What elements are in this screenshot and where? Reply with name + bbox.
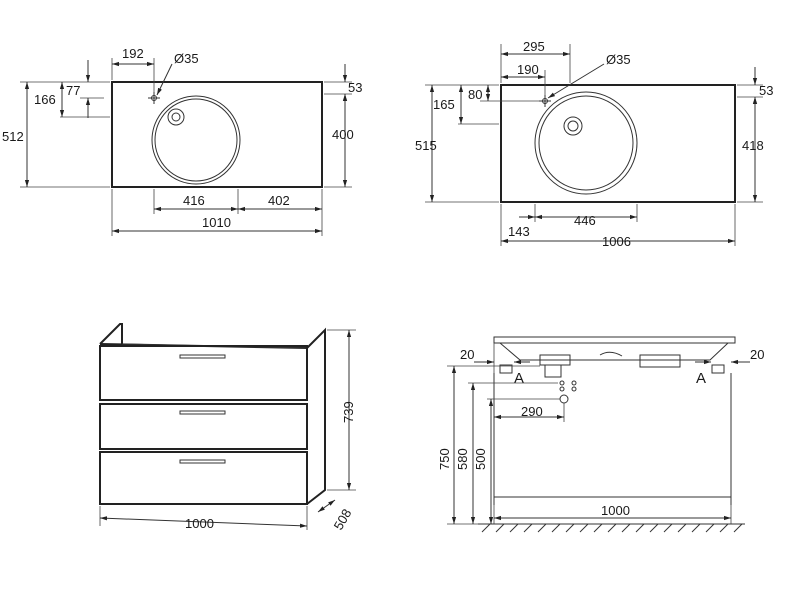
- dim-1006: 1006: [602, 234, 631, 249]
- basin-right-bowl: [534, 91, 638, 195]
- dim-508: 508: [331, 506, 355, 532]
- dim-1000-cabinet: 1000: [185, 516, 214, 531]
- dim-53-right: 53: [759, 83, 773, 98]
- dim-402: 402: [268, 193, 290, 208]
- section-waste-outlet: [559, 394, 569, 404]
- section-overflow: [599, 351, 623, 357]
- dim-165: 165: [433, 97, 455, 112]
- dim-750: 750: [437, 448, 452, 470]
- cabinet-view: 739 1000 508: [99, 323, 356, 533]
- basin-left-bowl: [151, 95, 241, 185]
- basin-left-bowl-inner: [154, 98, 238, 182]
- basin-left-tap-hole: [148, 92, 160, 104]
- dim-416: 416: [183, 193, 205, 208]
- dim-580: 580: [455, 448, 470, 470]
- dim-20-right: 20: [750, 347, 764, 362]
- basin-left-drain: [167, 108, 185, 126]
- section-mark-left: A: [514, 370, 524, 387]
- dim-80: 80: [468, 87, 482, 102]
- dim-500: 500: [473, 448, 488, 470]
- cabinet-drawer-3: [99, 451, 308, 505]
- dim-512: 512: [2, 129, 24, 144]
- basin-right-drain-inner: [567, 120, 579, 132]
- cabinet-drawer-2: [99, 403, 308, 450]
- basin-right-view: Ø35 295 190 515 165 80 53 418: [415, 39, 773, 249]
- basin-right-tap-hole: [539, 95, 551, 107]
- dim-446: 446: [574, 213, 596, 228]
- basin-left-outline: [111, 81, 323, 188]
- dim-166: 166: [34, 92, 56, 107]
- basin-right-outline: [500, 84, 736, 203]
- section-drain-point-2: [571, 380, 577, 386]
- basin-left-tap-hole-label: Ø35: [174, 51, 199, 66]
- cabinet-left-back-edge: [99, 323, 123, 345]
- basin-left-view: Ø35 192 512 166 77 53 400 416: [2, 46, 362, 236]
- dim-295: 295: [523, 39, 545, 54]
- dim-739: 739: [341, 401, 356, 423]
- section-drain-point-3: [559, 386, 565, 392]
- section-siphon: [544, 364, 562, 378]
- cabinet-drawer-1: [99, 345, 308, 401]
- dim-53-left: 53: [348, 80, 362, 95]
- section-view: A A 20 20 750 580 500 290: [437, 336, 764, 533]
- dim-515: 515: [415, 138, 437, 153]
- section-bracket-right: [711, 364, 725, 374]
- dim-143: 143: [508, 224, 530, 239]
- section-countertop: [493, 336, 736, 344]
- drawer-1-handle: [179, 354, 226, 359]
- section-drain-point-1: [559, 380, 565, 386]
- section-basin-profile: [499, 342, 729, 361]
- dim-290: 290: [521, 404, 543, 419]
- section-bracket-left: [499, 364, 513, 374]
- dim-192: 192: [122, 46, 144, 61]
- drawer-2-handle: [179, 410, 226, 415]
- dim-1000-section: 1000: [601, 503, 630, 518]
- basin-right-bowl-inner: [538, 95, 634, 191]
- section-cross-rail: [639, 354, 681, 368]
- dim-77: 77: [66, 83, 80, 98]
- dim-190: 190: [517, 62, 539, 77]
- dim-400: 400: [332, 127, 354, 142]
- cabinet-side-panel: [306, 327, 326, 505]
- drawer-3-handle: [179, 459, 226, 464]
- dim-20-left: 20: [460, 347, 474, 362]
- dim-1010: 1010: [202, 215, 231, 230]
- basin-left-drain-inner: [171, 112, 181, 122]
- basin-right-drain: [563, 116, 583, 136]
- dim-418: 418: [742, 138, 764, 153]
- section-floor-hatch: [481, 523, 743, 533]
- section-drain-point-4: [571, 386, 577, 392]
- basin-right-tap-hole-label: Ø35: [606, 52, 631, 67]
- section-mark-right: A: [696, 370, 706, 387]
